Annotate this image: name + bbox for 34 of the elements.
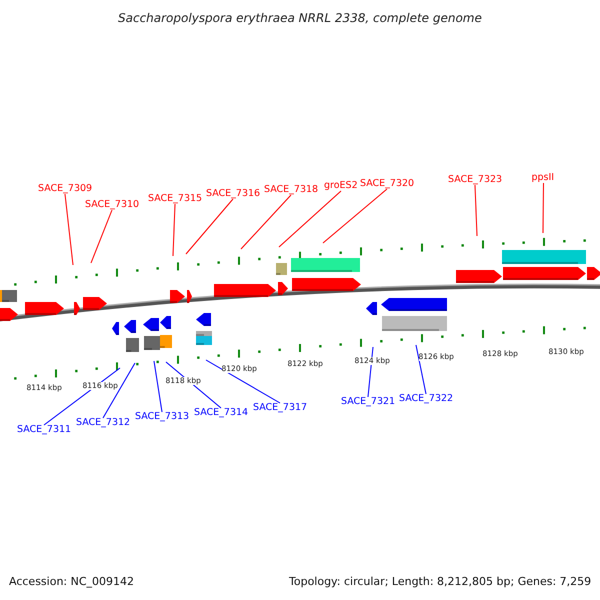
title: Saccharopolyspora erythraea NRRL 2338, complete genome bbox=[118, 12, 482, 25]
gene-label: SACE_7309 bbox=[38, 184, 92, 194]
gene-label: SACE_7318 bbox=[264, 185, 318, 196]
gene-label: groES2 bbox=[324, 181, 358, 192]
leader-line bbox=[240, 194, 292, 250]
gene-label: SACE_7313 bbox=[135, 412, 190, 422]
gene-label: SACE_7320 bbox=[360, 179, 414, 190]
leader-line bbox=[474, 184, 478, 236]
leader-line bbox=[172, 204, 176, 256]
gene-label: SACE_7322 bbox=[399, 394, 454, 404]
gene-label: SACE_7323 bbox=[448, 175, 502, 186]
leader-line bbox=[64, 194, 74, 266]
gene-label: SACE_7312 bbox=[76, 418, 130, 428]
leader-line bbox=[44, 368, 120, 426]
gene-label: SACE_7314 bbox=[194, 408, 248, 418]
leader-line bbox=[166, 362, 222, 408]
gene-label: SACE_7316 bbox=[206, 189, 260, 200]
leader-line bbox=[322, 188, 388, 244]
leader-line bbox=[186, 198, 234, 254]
leader-line bbox=[416, 344, 426, 394]
gene-label: SACE_7317 bbox=[253, 403, 308, 414]
gene-label: SACE_7315 bbox=[148, 194, 202, 204]
gene-label: SACE_7310 bbox=[85, 200, 140, 210]
genome-info-label: Topology: circular; Length: 8,212,805 bp; Genes: 7,259 bbox=[289, 576, 592, 588]
gene-label: ppsII bbox=[532, 173, 554, 184]
gene-label: SACE_7311 bbox=[17, 425, 72, 436]
accession-label: Accession: NC_009142 bbox=[9, 576, 134, 588]
leader-line bbox=[542, 182, 544, 234]
leader-line bbox=[102, 362, 136, 418]
leader-line bbox=[154, 360, 162, 412]
leader-line bbox=[206, 360, 280, 404]
leader-line bbox=[90, 210, 112, 264]
leader-line bbox=[278, 190, 342, 248]
gene-label: SACE_7321 bbox=[341, 397, 396, 408]
